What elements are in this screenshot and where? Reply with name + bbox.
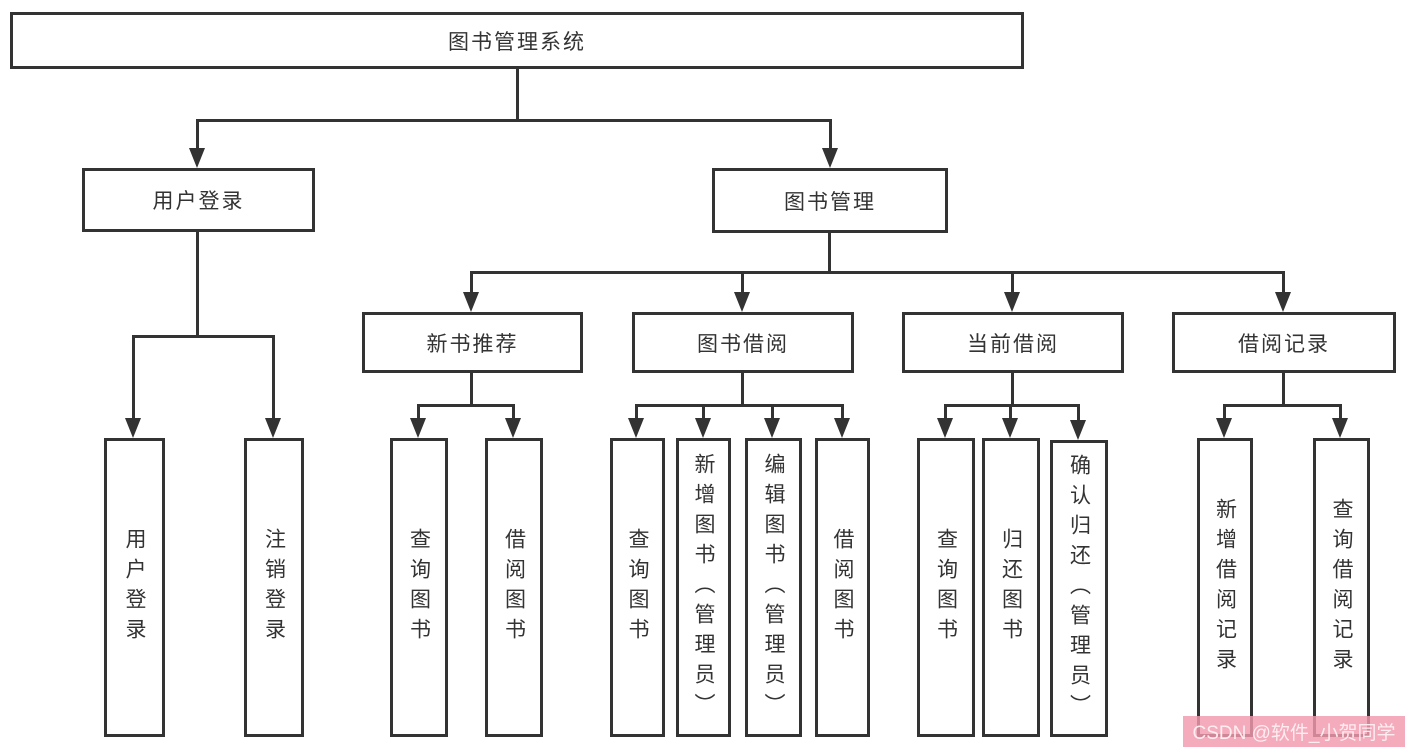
connector-cb-stem [1011,373,1014,407]
arrow-to-nb-query [410,404,426,438]
arrow-to-book-management [822,119,838,168]
connector-user-login-rail [132,335,275,338]
connector-nb-rail [417,404,515,407]
arrow-to-leaf-user-login [125,335,141,438]
arrow-to-nb-borrow [505,404,521,438]
leaf-bb-edit-books-admin: 编辑图书（管理员） [745,438,802,737]
connector-user-login-stem [196,232,199,338]
connector-br-rail [1223,404,1342,407]
leaf-logout: 注销登录 [244,438,304,737]
csdn-watermark: CSDN @软件_小贺同学 [1183,716,1405,747]
node-root-system: 图书管理系统 [10,12,1024,69]
connector-level2-rail [196,119,832,122]
node-book-management: 图书管理 [712,168,948,233]
connector-level3-rail [470,271,1285,274]
node-user-login: 用户登录 [82,168,315,232]
arrow-to-user-login [189,119,205,168]
leaf-cb-query-books: 查询图书 [917,438,975,737]
arrow-to-new-book-recommend [463,271,479,312]
arrow-to-book-borrow [734,271,750,312]
leaf-bb-query-books: 查询图书 [610,438,665,737]
leaf-br-add-record: 新增借阅记录 [1197,438,1253,737]
node-book-borrow: 图书借阅 [632,312,854,373]
leaf-cb-return-books: 归还图书 [982,438,1040,737]
node-current-borrow: 当前借阅 [902,312,1124,373]
leaf-bb-borrow-books: 借阅图书 [815,438,870,737]
connector-root-stem [516,69,519,121]
leaf-user-login: 用户登录 [104,438,165,737]
leaf-nb-borrow-books: 借阅图书 [485,438,543,737]
arrow-to-current-borrow [1004,271,1020,312]
node-new-book-recommend: 新书推荐 [362,312,583,373]
arrow-to-cb-return [1002,404,1018,438]
leaf-cb-confirm-return-admin: 确认归还（管理员） [1050,440,1108,737]
connector-cb-rail [944,404,1080,407]
leaf-nb-query-books: 查询图书 [390,438,448,737]
connector-nb-stem [470,373,473,407]
connector-bb-rail [635,404,844,407]
leaf-br-query-record: 查询借阅记录 [1313,438,1370,737]
connector-bb-stem [741,373,744,407]
arrow-to-cb-query [937,404,953,438]
connector-br-stem [1282,373,1285,407]
arrow-to-borrow-records [1275,271,1291,312]
arrow-to-bb-query [628,404,644,438]
arrow-to-bb-borrow [834,404,850,438]
arrow-to-br-add [1216,404,1232,438]
arrow-to-br-query [1332,404,1348,438]
arrow-to-cb-confirm [1070,404,1086,440]
leaf-bb-add-books-admin: 新增图书（管理员） [676,438,731,737]
connector-book-mgmt-stem [828,233,831,274]
node-borrow-records: 借阅记录 [1172,312,1396,373]
arrow-to-bb-edit [764,404,780,438]
arrow-to-leaf-logout [265,335,281,438]
arrow-to-bb-add [695,404,711,438]
